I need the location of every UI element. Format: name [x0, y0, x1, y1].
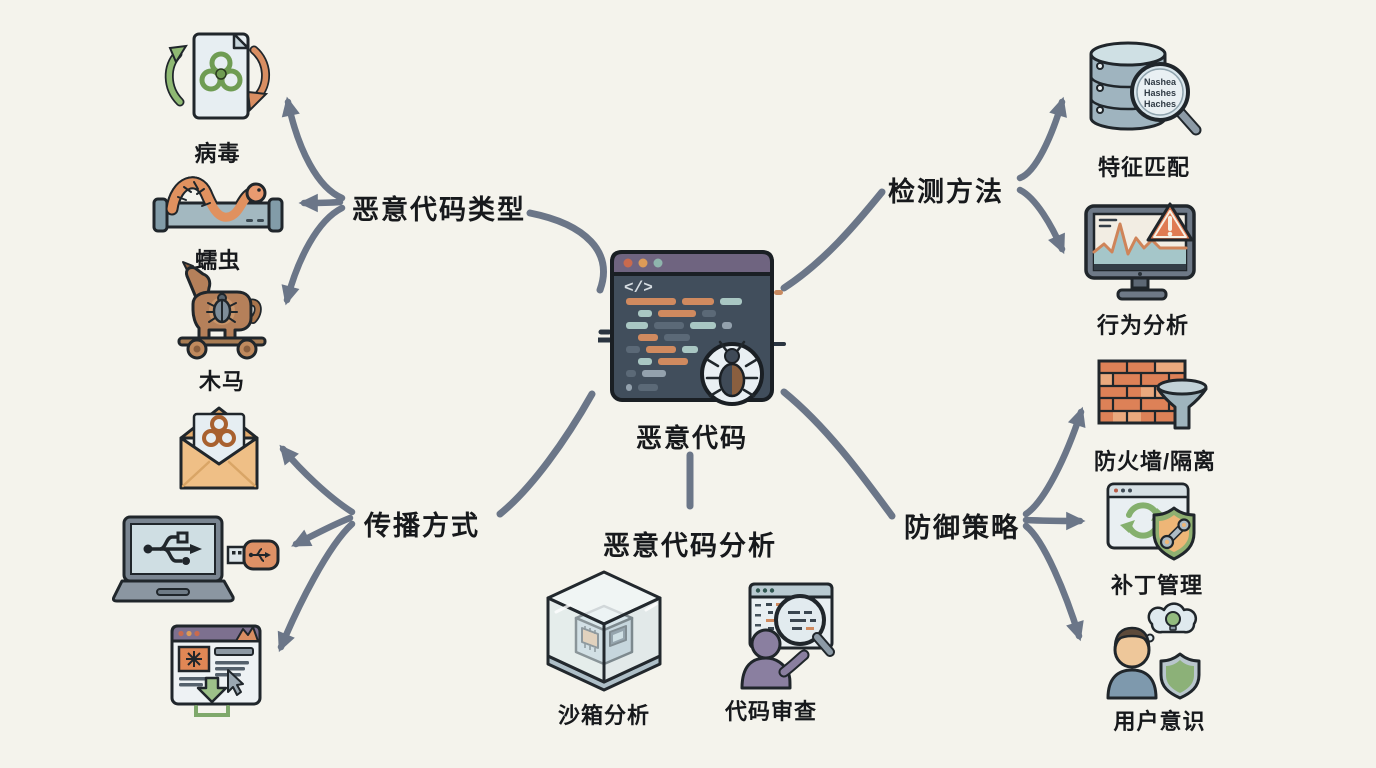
node-sandbox: 沙箱分析 — [540, 566, 668, 730]
connector-types-trojan — [281, 204, 346, 306]
trojan-horse-icon — [177, 261, 267, 360]
connector-types-virus — [281, 96, 346, 202]
connector-center-types — [526, 209, 607, 294]
leaf-label-worm: 蠕虫 — [194, 248, 241, 273]
connector-types-worm — [298, 193, 344, 213]
connector-detection-signature — [1016, 96, 1067, 182]
leaf-label-patch: 补丁管理 — [1110, 573, 1203, 598]
malicious-webpage-icon — [170, 624, 262, 717]
sandbox-cube-icon — [546, 570, 662, 692]
monitor-alert-icon — [1084, 202, 1196, 301]
user-awareness-icon — [1106, 602, 1201, 700]
firewall-funnel-icon — [1097, 359, 1208, 430]
hash-text-line2: Hashes — [1144, 88, 1176, 98]
node-virus: 病毒 — [150, 28, 285, 168]
node-patch: 补丁管理 — [1104, 480, 1210, 600]
connector-center-propagation — [496, 390, 596, 518]
hash-text-line3: Haches — [1144, 99, 1176, 109]
leaf-label-awareness: 用户意识 — [1113, 709, 1206, 734]
code-review-icon — [740, 582, 835, 690]
node-usb-laptop — [112, 513, 284, 605]
node-behavior: 行为分析 — [1078, 202, 1208, 340]
node-trojan: 木马 — [163, 260, 281, 396]
node-worm: 蠕虫 — [148, 163, 288, 275]
leaf-label-behavior: 行为分析 — [1096, 313, 1189, 338]
node-awareness: 用户意识 — [1102, 598, 1217, 736]
malicious-code-window-icon: </> — [598, 250, 786, 406]
usb-laptop-icon — [112, 515, 280, 603]
leaf-label-signature: 特征匹配 — [1097, 155, 1190, 180]
branch-label-detection: 检测方法 — [888, 177, 1004, 207]
virus-file-icon — [164, 32, 270, 120]
center-label: 恶意代码 — [635, 423, 748, 453]
worm-icon — [152, 176, 284, 233]
branch-label-analysis: 恶意代码分析 — [603, 531, 777, 561]
connector-defense-patch — [1022, 511, 1086, 531]
branch-label-types: 恶意代码类型 — [352, 195, 526, 225]
node-webpage-download — [166, 620, 270, 722]
leaf-label-virus: 病毒 — [194, 141, 241, 166]
node-code-review: 代码审查 — [706, 580, 836, 726]
connector-detection-behavior — [1016, 186, 1066, 255]
leaf-label-firewall: 防火墙/隔离 — [1093, 449, 1217, 474]
node-firewall: 防火墙/隔离 — [1094, 356, 1216, 476]
connector-defense-awareness — [1022, 522, 1084, 642]
node-center: </> 恶意代码 — [598, 248, 786, 455]
connector-defense-firewall — [1022, 406, 1086, 518]
connector-center-detection — [780, 188, 886, 292]
connector-center-defense — [780, 388, 896, 520]
leaf-label-sandbox: 沙箱分析 — [557, 703, 650, 728]
node-signature: Nashea Hashes Haches 特征匹配 — [1080, 38, 1208, 182]
leaf-label-review: 代码审查 — [724, 699, 817, 724]
connector-propagation-email — [279, 444, 356, 516]
node-email — [173, 398, 265, 496]
malicious-email-icon — [179, 406, 259, 490]
branch-label-defense: 防御策略 — [904, 513, 1020, 543]
hash-text-line1: Nashea — [1144, 77, 1177, 87]
patch-update-icon — [1106, 482, 1196, 561]
leaf-label-trojan: 木马 — [198, 369, 245, 394]
connector-propagation-usb — [291, 514, 354, 548]
hash-database-icon: Nashea Hashes Haches — [1089, 41, 1202, 136]
connector-propagation-web — [277, 520, 356, 653]
branch-label-propagation: 传播方式 — [364, 511, 480, 541]
code-symbol: </> — [624, 279, 653, 297]
